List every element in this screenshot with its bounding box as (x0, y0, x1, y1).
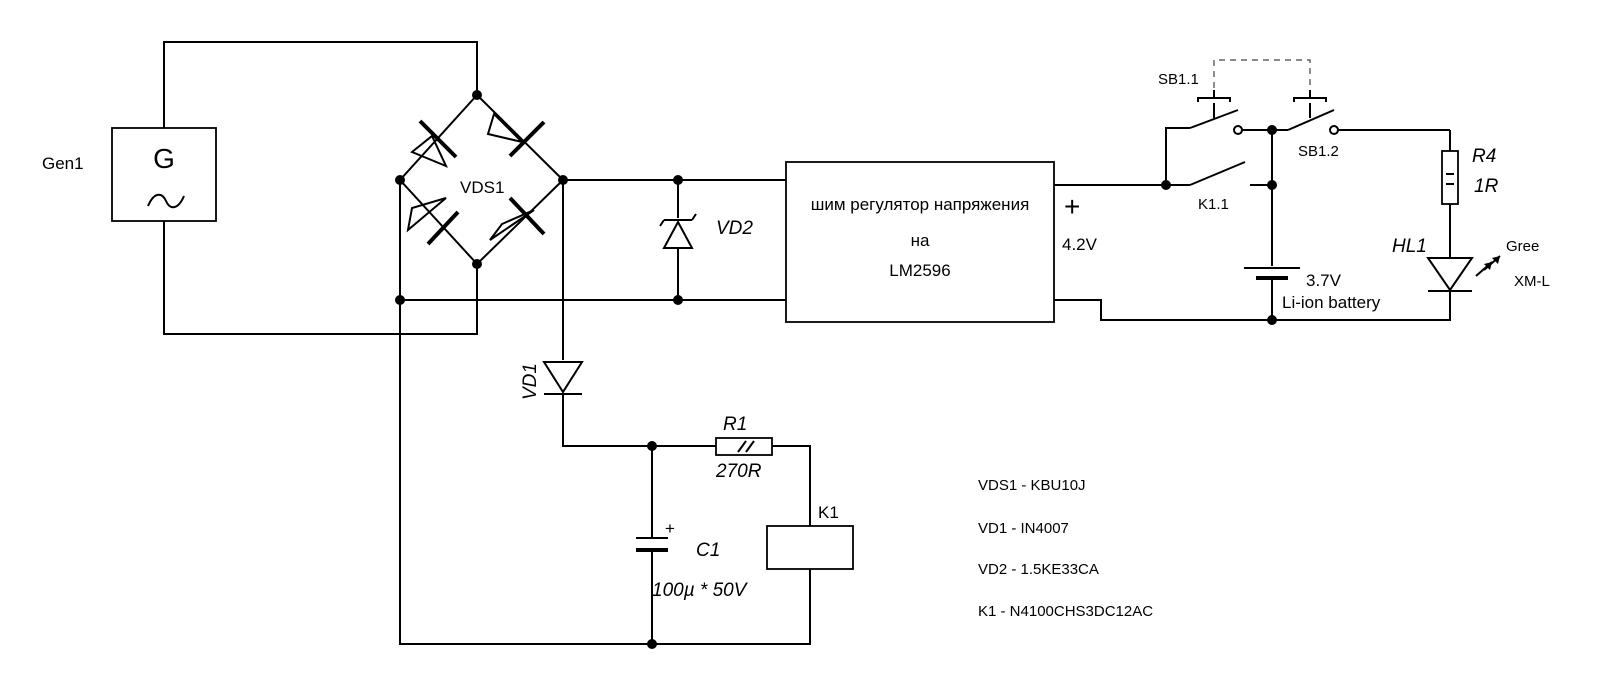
bridge-diode-top-right (486, 112, 546, 158)
bridge-label: VDS1 (460, 178, 504, 197)
battery-type: Li-ion battery (1282, 293, 1381, 312)
bridge-diode-bottom-right (489, 196, 546, 241)
regulator-line2: на (911, 231, 930, 250)
parts-list-item: VD2 - 1.5KE33CA (978, 561, 1099, 578)
parts-list-item: VD1 - IN4007 (978, 520, 1069, 537)
resistor-r4: R4 1R (1441, 130, 1499, 258)
resistor-r1: R1 270R (715, 414, 773, 482)
battery-voltage: 3.7V (1306, 271, 1342, 290)
bridge-wires (399, 179, 786, 645)
push-button-sb11: SB1.1 (1158, 71, 1272, 185)
capacitor-c1: + C1 100µ * 50V (636, 446, 749, 644)
r4-body (1441, 150, 1459, 205)
vd1-label: VD1 (520, 363, 541, 400)
r1-body (715, 437, 773, 456)
hl1-color: Gree (1506, 238, 1539, 255)
relay-coil-k1: K1 (652, 445, 854, 645)
relay-contact-k11: K1.1 (1166, 161, 1272, 213)
regulator-line3: LM2596 (889, 261, 950, 280)
hl1-model: XM-L (1514, 273, 1550, 290)
generator-gen1: G Gen1 (42, 127, 217, 222)
bridge-diode-bottom-left (406, 197, 460, 246)
sb12-label: SB1.2 (1298, 143, 1339, 160)
c1-label: C1 (696, 540, 720, 561)
diode-vd1: VD1 (520, 361, 786, 447)
button-linkage (1213, 59, 1311, 88)
hl1-label: HL1 (1392, 236, 1427, 257)
c1-plus-sign: + (665, 519, 675, 538)
generator-label: Gen1 (42, 154, 84, 173)
regulator-body (785, 161, 1055, 323)
push-button-sb12: SB1.2 (1272, 90, 1450, 160)
regulator-lm2596: шим регулятор напряжения на LM2596 + 4.2… (785, 161, 1098, 323)
ac-wave-icon (147, 193, 185, 209)
sb11-label: SB1.1 (1158, 71, 1199, 88)
generator-symbol: G (153, 143, 175, 174)
tvs-diode-vd2: VD2 (659, 180, 753, 300)
regulator-line1: шим регулятор напряжения (811, 195, 1030, 214)
parts-list-item: VDS1 - KBU10J (978, 477, 1086, 494)
bridge-diode-top-left (410, 119, 458, 168)
k1-body (766, 525, 854, 570)
k11-label: K1.1 (1198, 196, 1229, 213)
parts-list-item: K1 - N4100CHS3DC12AC (978, 603, 1153, 620)
regulator-output-voltage: 4.2V (1062, 235, 1098, 254)
r4-value: 1R (1474, 176, 1499, 197)
vd2-label: VD2 (716, 218, 753, 239)
bridge-rectifier-vds1: VDS1 (398, 94, 565, 266)
generator-body (111, 127, 217, 222)
r4-label: R4 (1472, 146, 1496, 167)
led-hl1: HL1 Gree XM-L (1392, 236, 1550, 292)
r1-value: 270R (715, 461, 762, 482)
parts-list: VDS1 - KBU10J VD1 - IN4007 VD2 - 1.5KE33… (978, 477, 1153, 620)
li-ion-battery: 3.7V Li-ion battery (1244, 130, 1381, 312)
junction-dots (395, 90, 1277, 649)
r1-label: R1 (723, 414, 747, 435)
k1-label: K1 (818, 503, 839, 522)
regulator-plus-sign: + (1064, 191, 1080, 222)
c1-value: 100µ * 50V (652, 580, 749, 601)
output-wires (1054, 184, 1451, 321)
